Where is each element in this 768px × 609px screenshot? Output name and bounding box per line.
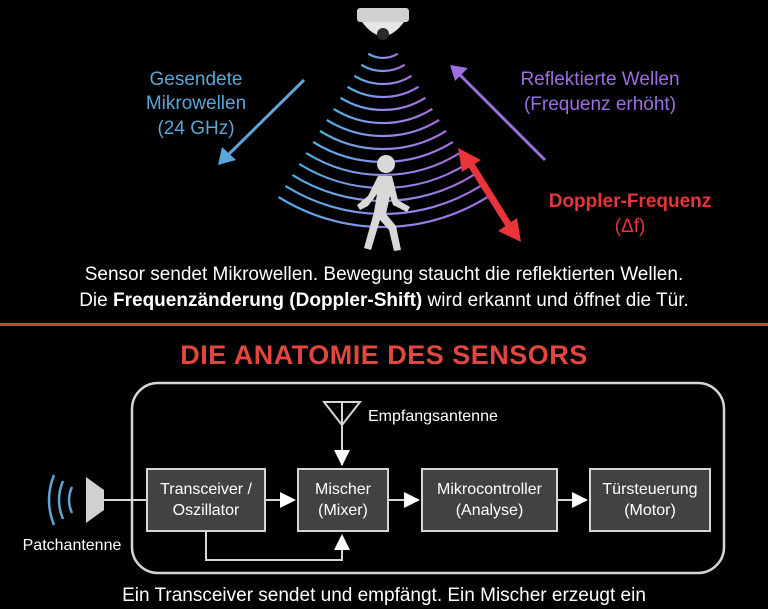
wave-arc xyxy=(326,118,440,138)
doppler-label-line2: (Δf) xyxy=(615,216,646,237)
doppler-double-arrow xyxy=(458,148,521,242)
microcontroller-block: Mikrocontroller (Analyse) xyxy=(421,468,558,532)
wave-arc xyxy=(333,107,433,125)
transceiver-block: Transceiver / Oszillator xyxy=(146,468,266,532)
reflected-waves-label-line1: Reflektierte Wellen xyxy=(520,69,679,90)
doppler-caption: Sensor sendet Mikrowellen. Bewegung stau… xyxy=(0,262,768,314)
patch-antenna-icon xyxy=(47,474,104,526)
bottom-description: Ein Transceiver sendet und empfängt. Ein… xyxy=(122,585,646,606)
sent-waves-label-line3: (24 GHz) xyxy=(157,118,234,139)
wave-arc xyxy=(278,196,488,229)
caption-emphasis: Frequenzänderung (Doppler-Shift) xyxy=(113,290,423,311)
reflected-waves-arrow xyxy=(450,65,547,162)
patch-antenna-label: Patchantenne xyxy=(23,537,122,554)
mixer-block: Mischer (Mixer) xyxy=(297,468,389,532)
door-control-block: Türsteuerung (Motor) xyxy=(589,468,711,532)
wave-arc xyxy=(346,85,420,98)
signal-connections xyxy=(104,492,588,561)
wave-arc xyxy=(367,52,399,60)
wave-arc xyxy=(305,152,461,177)
wave-arc xyxy=(360,63,406,73)
sent-waves-arrow xyxy=(218,78,306,165)
wave-arc xyxy=(353,74,413,86)
sent-waves-label-line1: Gesendete xyxy=(150,69,243,90)
walking-person-icon xyxy=(357,155,410,251)
wave-arc xyxy=(340,96,426,112)
reflected-waves-label-line2: (Frequenz erhöht) xyxy=(524,94,676,115)
section-divider xyxy=(0,323,768,326)
receive-antenna-label: Empfangsantenne xyxy=(368,408,498,425)
doppler-label-line1: Doppler-Frequenz xyxy=(549,191,712,212)
sent-waves-label-line2: Mikrowellen xyxy=(146,93,246,114)
sensor-dome-icon xyxy=(357,8,409,40)
wave-arc xyxy=(319,129,447,151)
section-title: DIE ANATOMIE DES SENSORS xyxy=(180,340,588,370)
receive-antenna-icon xyxy=(321,401,363,466)
caption-line-2: Die Frequenzänderung (Doppler-Shift) wir… xyxy=(79,290,689,311)
caption-line-1: Sensor sendet Mikrowellen. Bewegung stau… xyxy=(84,264,684,285)
sensor-housing-outline xyxy=(130,381,726,575)
